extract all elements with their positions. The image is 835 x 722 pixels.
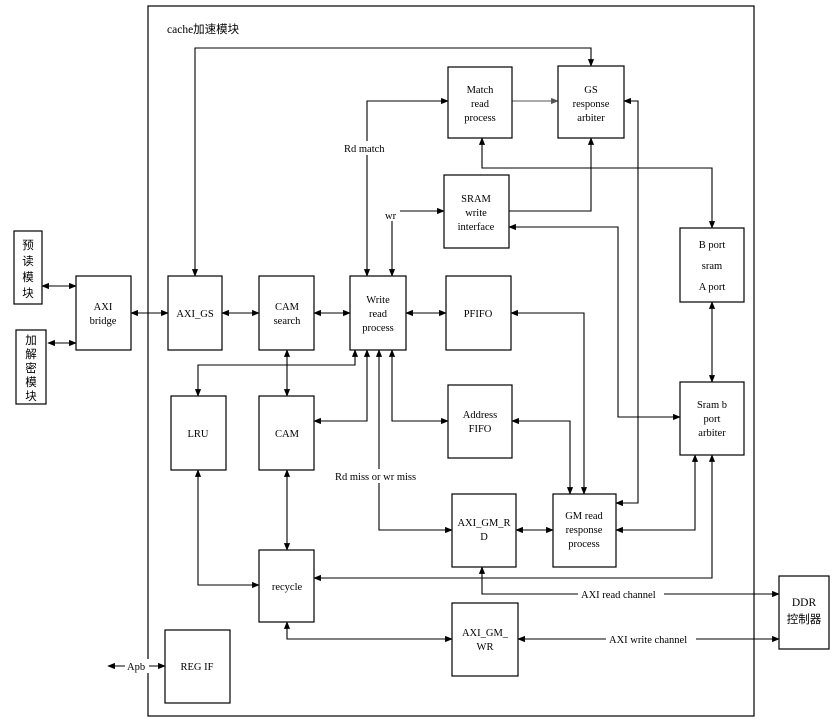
svg-text:块: 块 bbox=[22, 286, 34, 300]
wire-match-sram-bport bbox=[478, 137, 716, 229]
svg-text:read: read bbox=[471, 99, 490, 110]
svg-text:PFIFO: PFIFO bbox=[464, 309, 493, 320]
svg-text:AXI: AXI bbox=[94, 302, 113, 313]
block-recycle: recycle bbox=[258, 549, 315, 623]
label-rd-match: Rd match bbox=[344, 144, 385, 155]
svg-text:response: response bbox=[573, 99, 610, 110]
block-pfifo: PFIFO bbox=[445, 275, 512, 351]
block-sram-b-port-arbiter: Sram b port arbiter bbox=[679, 381, 745, 456]
block-address-fifo: Address FIFO bbox=[447, 384, 513, 459]
wire-axi-read-channel bbox=[478, 566, 780, 598]
svg-text:块: 块 bbox=[25, 389, 37, 403]
block-gm-read-response-process: GM read response process bbox=[552, 493, 617, 568]
block-cam-search: CAM search bbox=[258, 275, 315, 351]
label-wr: wr bbox=[385, 211, 397, 222]
svg-text:预: 预 bbox=[22, 238, 34, 252]
wire-write-read-address-fifo bbox=[388, 349, 449, 425]
wire-gm-read-arbiter bbox=[615, 454, 699, 534]
svg-text:GM read: GM read bbox=[565, 511, 603, 522]
block-axi-gm-wr: AXI_GM_ WR bbox=[451, 602, 519, 677]
svg-text:write: write bbox=[465, 208, 487, 219]
svg-text:process: process bbox=[464, 113, 496, 124]
svg-text:DDR: DDR bbox=[792, 597, 817, 609]
svg-text:Sram b: Sram b bbox=[697, 400, 727, 411]
svg-text:FIFO: FIFO bbox=[469, 424, 492, 435]
block-sram-write-interface: SRAM write interface bbox=[443, 174, 510, 249]
block-reg-if: REG IF bbox=[164, 629, 231, 704]
wire-address-fifo-gm-read bbox=[511, 417, 574, 495]
block-sram: B port sram A port bbox=[679, 227, 745, 303]
svg-text:A port: A port bbox=[699, 282, 726, 293]
block-write-read-process: Write read process bbox=[349, 275, 407, 351]
svg-text:AXI_GM_R: AXI_GM_R bbox=[457, 518, 510, 529]
svg-text:sram: sram bbox=[702, 261, 722, 272]
label-axi-read-channel: AXI read channel bbox=[581, 590, 656, 601]
svg-text:密: 密 bbox=[25, 361, 37, 375]
svg-text:Address: Address bbox=[463, 410, 497, 421]
svg-text:interface: interface bbox=[458, 222, 495, 233]
block-gs-response-arbiter: GS response arbiter bbox=[557, 65, 625, 139]
block-preread-module: 预 读 模 块 bbox=[13, 230, 43, 305]
module-title: cache加速模块 bbox=[167, 23, 240, 36]
block-crypto-module: 加 解 密 模 块 bbox=[15, 329, 47, 405]
svg-text:B port: B port bbox=[699, 240, 726, 251]
svg-text:AXI_GS: AXI_GS bbox=[176, 309, 213, 320]
svg-text:process: process bbox=[362, 323, 394, 334]
svg-text:LRU: LRU bbox=[188, 429, 209, 440]
svg-text:search: search bbox=[274, 316, 302, 327]
svg-text:recycle: recycle bbox=[272, 582, 303, 593]
wire-rd-miss bbox=[375, 349, 453, 534]
svg-text:CAM: CAM bbox=[275, 429, 300, 440]
wire-recycle-axi-gm-wr bbox=[283, 621, 453, 643]
wire-labels: Rd match wr Rd miss or wr miss AXI read … bbox=[125, 141, 696, 673]
svg-text:模: 模 bbox=[25, 375, 37, 389]
svg-text:CAM: CAM bbox=[275, 302, 300, 313]
block-lru: LRU bbox=[170, 395, 227, 471]
svg-text:arbiter: arbiter bbox=[577, 113, 605, 124]
cache-module-frame bbox=[147, 5, 755, 717]
wire-write-read-lru bbox=[194, 349, 359, 397]
svg-text:bridge: bridge bbox=[90, 316, 117, 327]
svg-text:GS: GS bbox=[584, 85, 598, 96]
svg-text:port: port bbox=[704, 414, 721, 425]
wire-gs-arbiter-axi-gs bbox=[191, 47, 595, 277]
block-ddr-controller: DDR 控制器 bbox=[778, 575, 830, 650]
svg-text:response: response bbox=[566, 525, 603, 536]
block-axi-bridge: AXI bridge bbox=[75, 275, 132, 351]
block-match-read-process: Match read process bbox=[447, 66, 513, 139]
block-axi-gs: AXI_GS bbox=[167, 275, 223, 351]
svg-text:arbiter: arbiter bbox=[698, 428, 726, 439]
connections bbox=[41, 47, 780, 670]
block-cam: CAM bbox=[258, 395, 315, 471]
wire-write-read-cam bbox=[313, 349, 371, 425]
svg-text:解: 解 bbox=[25, 347, 37, 361]
svg-text:读: 读 bbox=[22, 254, 34, 268]
svg-text:read: read bbox=[369, 309, 388, 320]
label-axi-write-channel: AXI write channel bbox=[609, 635, 687, 646]
svg-text:加: 加 bbox=[25, 333, 37, 347]
block-axi-gm-rd: AXI_GM_R D bbox=[451, 493, 517, 568]
svg-text:REG IF: REG IF bbox=[181, 662, 214, 673]
wire-lru-recycle bbox=[194, 469, 260, 589]
wire-rd-match bbox=[363, 97, 449, 277]
svg-text:process: process bbox=[568, 539, 600, 550]
svg-text:Write: Write bbox=[366, 295, 390, 306]
svg-text:控制器: 控制器 bbox=[787, 612, 822, 626]
wire-arbiter-sram-write bbox=[508, 223, 681, 421]
wire-sram-write-gs-arbiter bbox=[509, 137, 595, 212]
svg-text:D: D bbox=[480, 532, 488, 543]
wire-gm-read-gs-arbiter bbox=[615, 97, 639, 507]
wire-pfifo-gm-read bbox=[510, 309, 588, 495]
svg-text:WR: WR bbox=[477, 642, 494, 653]
svg-text:AXI_GM_: AXI_GM_ bbox=[462, 628, 509, 639]
label-rd-miss-or-wr-miss: Rd miss or wr miss bbox=[335, 472, 416, 483]
svg-text:模: 模 bbox=[22, 270, 34, 284]
label-apb: Apb bbox=[127, 662, 145, 673]
svg-text:Match: Match bbox=[467, 85, 495, 96]
svg-text:SRAM: SRAM bbox=[461, 194, 491, 205]
